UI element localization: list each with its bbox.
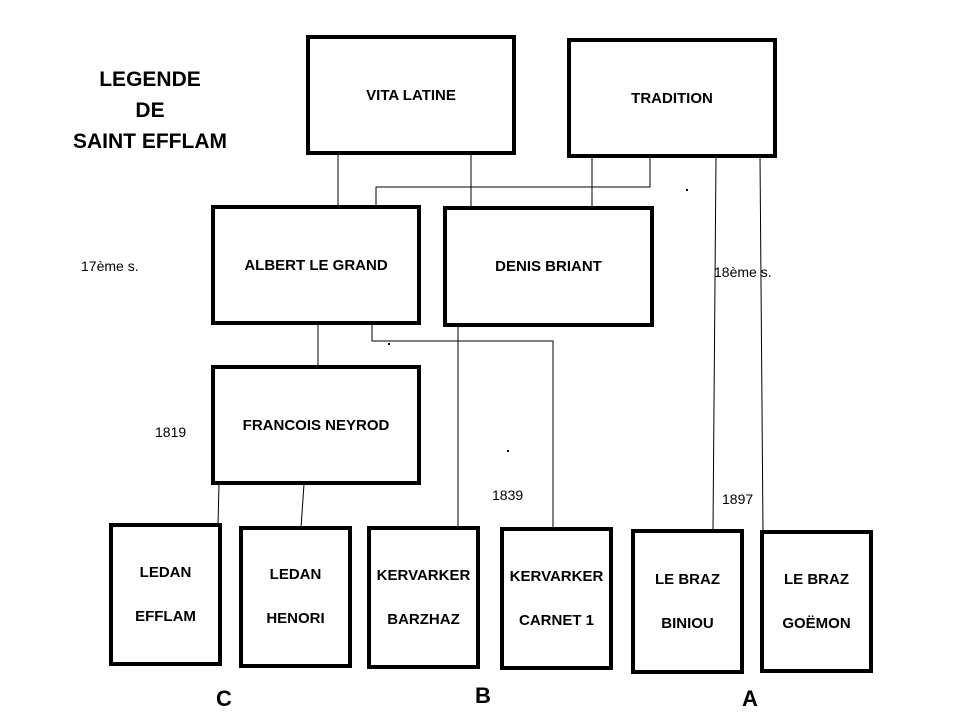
connector-tradition-albert <box>375 157 651 207</box>
connector-neyrod-henori <box>300 483 305 529</box>
connector-neyrod-efflam <box>217 483 220 526</box>
node-line-1: LE BRAZ <box>655 570 720 588</box>
node-vita-latine-label: VITA LATINE <box>366 86 456 104</box>
node-kervarker-carnet-1: KERVARKER CARNET 1 <box>500 527 613 670</box>
node-line-1: LEDAN <box>269 566 322 583</box>
date-18th-century: 18ème s. <box>714 264 772 280</box>
node-line-2: BINIOU <box>661 614 714 632</box>
node-albert-le-grand: ALBERT LE GRAND <box>211 205 421 325</box>
date-1819: 1819 <box>155 424 187 440</box>
node-ledan-henori: LEDAN HENORI <box>239 526 352 668</box>
connector-tradition-biniou <box>712 156 717 531</box>
title-line-1: LEGENDE <box>99 68 201 91</box>
node-line-2: BARZHAZ <box>387 610 460 628</box>
title-line-3: SAINT EFFLAM <box>73 130 227 153</box>
diagram-title: LEGENDE DE SAINT EFFLAM <box>62 64 238 157</box>
node-kervarker-barzhaz: KERVARKER BARZHAZ <box>367 526 480 669</box>
node-line-2: CARNET 1 <box>518 611 594 629</box>
date-1839: 1839 <box>492 487 524 503</box>
group-label-a: A <box>742 686 758 711</box>
node-albert-le-grand-label: ALBERT LE GRAND <box>244 256 388 274</box>
node-francois-neyrod: FRANCOIS NEYROD <box>211 365 421 485</box>
connector-tradition-goemon <box>759 156 764 533</box>
node-line-1: KERVARKER <box>509 567 604 585</box>
title-line-2: DE <box>135 99 165 122</box>
node-line-1: KERVARKER <box>376 566 471 584</box>
node-tradition-label: TRADITION <box>631 89 713 107</box>
node-le-braz-biniou: LE BRAZ BINIOU <box>631 529 744 674</box>
node-vita-latine: VITA LATINE <box>306 35 516 155</box>
node-line-1: LEDAN <box>139 563 192 581</box>
node-francois-neyrod-label: FRANCOIS NEYROD <box>242 416 390 434</box>
node-line-2: EFFLAM <box>135 607 196 625</box>
date-17th-century: 17ème s. <box>81 258 139 274</box>
node-tradition: TRADITION <box>567 38 777 158</box>
node-line-2: HENORI <box>266 610 325 627</box>
node-ledan-efflam: LEDAN EFFLAM <box>109 523 222 666</box>
node-denis-briant-label: DENIS BRIANT <box>495 258 602 275</box>
node-le-braz-goemon: LE BRAZ GOËMON <box>760 530 873 673</box>
node-line-1: LE BRAZ <box>784 570 849 588</box>
date-1897: 1897 <box>722 491 754 507</box>
connector-albert-carnet <box>371 323 554 530</box>
group-label-c: C <box>216 686 232 711</box>
group-label-b: B <box>475 683 491 708</box>
node-denis-briant: DENIS BRIANT <box>443 206 654 327</box>
node-line-2: GOËMON <box>782 614 851 632</box>
